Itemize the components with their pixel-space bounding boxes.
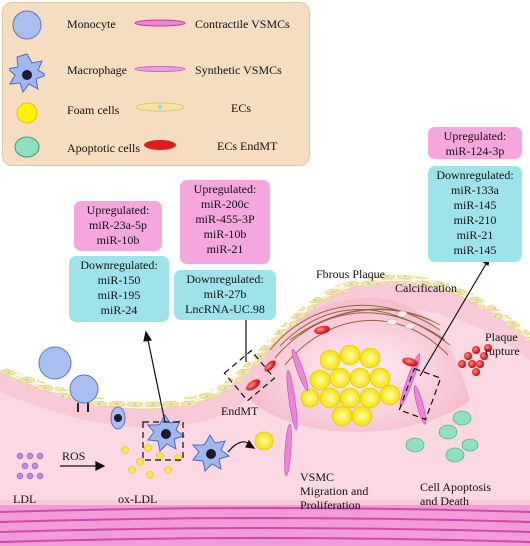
plaque-rupture-cells xyxy=(458,344,492,376)
transmigrating-monocyte xyxy=(110,406,126,430)
box2-down-title: Downregulated: xyxy=(186,272,264,286)
box3-down-item: miR-133a xyxy=(451,183,499,197)
box3-down-item: miR-145 xyxy=(453,243,497,257)
box3-up-title: Upregulated: xyxy=(443,129,507,143)
box1-down-item: miR-150 xyxy=(97,273,141,287)
box2-upregulated: Upregulated: miR-200c miR-455-3P miR-10b… xyxy=(180,180,270,264)
intima-macrophages xyxy=(146,414,231,473)
lumen-monocytes xyxy=(38,346,99,412)
box3-downregulated: Downregulated: miR-133a miR-145 miR-210 … xyxy=(428,166,522,262)
legend-icons xyxy=(9,10,45,158)
box3-down-item: miR-210 xyxy=(453,213,497,227)
box1-down-title: Downregulated: xyxy=(80,258,158,272)
foam-cell-icon xyxy=(16,102,38,124)
plaque-rupture-label: Plaque rupture xyxy=(485,330,520,358)
box1-up-title: Upregulated: xyxy=(86,203,150,217)
legend-macrophage-label: Macrophage xyxy=(67,63,127,77)
cell-apoptosis-label: Cell Apoptosis and Death xyxy=(420,480,492,508)
box2-up-item: miR-10b xyxy=(203,227,247,241)
calcification-cells xyxy=(386,310,416,330)
box3-down-title: Downregulated: xyxy=(436,168,514,182)
fibrous-cap-fibers xyxy=(269,304,451,366)
box1-down-item: miR-24 xyxy=(100,303,138,317)
box1-upregulated: Upregulated: miR-23a-5p miR-10b xyxy=(74,201,162,251)
box2-downregulated: Downregulated: miR-27b LncRNA-UC.98 xyxy=(174,270,276,320)
ros-label: ROS xyxy=(62,449,86,463)
endmt-label: EndMT xyxy=(221,404,259,418)
macrophage-icon xyxy=(9,53,45,94)
released-foam-cell xyxy=(254,431,274,451)
box1-up-item: miR-10b xyxy=(96,233,140,247)
box3-down-item: miR-145 xyxy=(453,198,497,212)
box3-down-item: miR-21 xyxy=(456,228,494,242)
box2-down-item: miR-27b xyxy=(203,287,247,301)
calcification-label: Calcification xyxy=(395,281,457,295)
legend-panel: Monocyte Macrophage Foam cells Apoptotic… xyxy=(2,2,310,166)
monocyte-icon xyxy=(12,10,42,40)
ldl-particles xyxy=(16,452,44,480)
legend-monocyte-label: Monocyte xyxy=(67,17,116,31)
apoptotic-cell-icon xyxy=(14,136,40,158)
fibrous-plaque-label: Fbrous Plaque xyxy=(316,267,385,281)
legend-icons-right xyxy=(134,19,186,150)
dashed-focus-boxes xyxy=(142,349,442,461)
legend-ecs-endmt-label: ECs EndMT xyxy=(217,139,278,153)
legend-synthetic-vsmcs-label: Synthetic VSMCs xyxy=(195,63,282,77)
apoptotic-cells xyxy=(405,410,479,463)
legend-apoptotic-cells-label: Apoptotic cells xyxy=(67,141,140,155)
legend-contractile-vsmcs-label: Contractile VSMCs xyxy=(195,17,290,31)
box1-down-item: miR-195 xyxy=(97,288,141,302)
media-vsmc-layer xyxy=(0,505,530,546)
box2-down-item: LncRNA-UC.98 xyxy=(185,302,265,316)
box1-downregulated: Downregulated: miR-150 miR-195 miR-24 xyxy=(69,256,169,322)
box2-up-title: Upregulated: xyxy=(193,182,257,196)
ldl-label: LDL xyxy=(13,492,37,506)
ox-ldl-particles xyxy=(121,444,182,479)
ox-ldl-label: ox-LDL xyxy=(118,492,158,506)
legend-foam-cells-label: Foam cells xyxy=(67,103,120,117)
endmt-cells xyxy=(246,325,418,391)
ec-icon xyxy=(135,102,185,112)
contractile-vsmc-icon xyxy=(134,19,186,27)
box2-up-item: miR-455-3P xyxy=(195,212,255,226)
box2-up-item: miR-21 xyxy=(206,242,244,256)
vsmc-migration-label: VSMC Migration and Proliferation xyxy=(300,470,369,512)
foam-cell-cluster xyxy=(300,344,401,427)
ec-endmt-icon xyxy=(144,140,176,150)
box3-upregulated: Upregulated: miR-124-3p xyxy=(428,127,522,159)
synthetic-vsmc-icon xyxy=(134,66,186,72)
box3-up-item: miR-124-3p xyxy=(445,144,505,158)
legend-ecs-label: ECs xyxy=(231,101,252,115)
box2-up-item: miR-200c xyxy=(201,197,249,211)
box1-up-item: miR-23a-5p xyxy=(89,218,147,232)
